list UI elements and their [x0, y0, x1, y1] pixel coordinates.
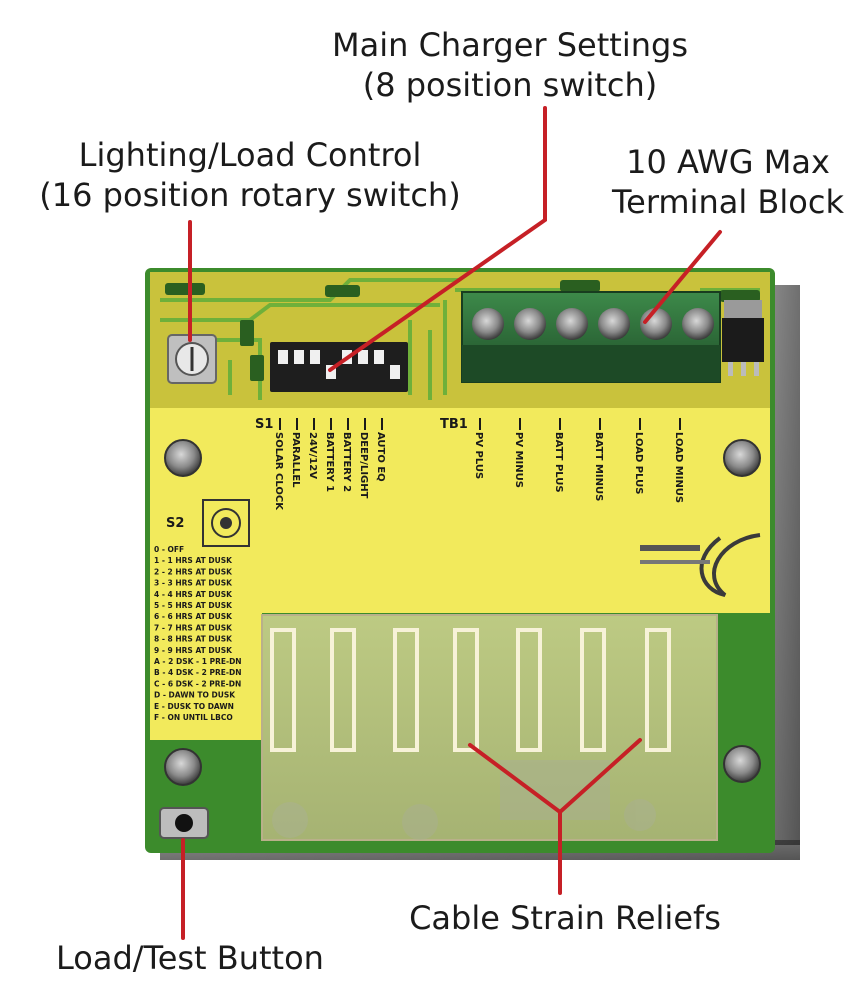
- s2-mode-item: 3 - 3 HRS AT DUSK: [154, 579, 233, 588]
- s2-mode-list: 0 - OFF 1 - 1 HRS AT DUSK 2 - 2 HRS AT DUS…: [154, 545, 242, 722]
- dip-switch-8-position[interactable]: [270, 342, 408, 392]
- terminal-screws: [472, 308, 714, 340]
- cover-underlying-circuit: [272, 760, 656, 840]
- callout-lighting-subtitle: (16 position rotary switch): [39, 176, 461, 214]
- callout-cable-title: Cable Strain Reliefs: [409, 899, 721, 937]
- callout-terminal-block: 10 AWG Max Terminal Block: [590, 142, 866, 222]
- callout-terminal-subtitle: Terminal Block: [612, 183, 844, 221]
- s1-switch-label: AUTO EQ: [375, 432, 386, 482]
- tb1-terminal-labels: PV PLUS PV MINUS BATT PLUS BATT MINUS LOAD P…: [473, 418, 684, 503]
- s1-switch-label: PARALLEL: [290, 432, 301, 488]
- terminal-block-tb1: [461, 291, 721, 383]
- leader-cable-strain: [468, 738, 642, 895]
- s2-mode-item: 6 - 6 HRS AT DUSK: [154, 612, 233, 621]
- s1-label: S1: [255, 417, 273, 432]
- s2-mode-item: 8 - 8 HRS AT DUSK: [154, 635, 233, 644]
- s2-dial-icon: [202, 499, 250, 547]
- s1-switch-label: BATTERY 1: [324, 432, 335, 492]
- s1-switch-label: SOLAR CLOCK: [273, 432, 284, 511]
- callout-load-test-button: Load/Test Button: [35, 938, 345, 978]
- load-test-push-button[interactable]: [159, 807, 209, 839]
- callout-cable-strain-reliefs: Cable Strain Reliefs: [395, 898, 735, 938]
- strain-relief-cover: [261, 614, 718, 841]
- s1-switch-labels: SOLAR CLOCK PARALLEL 24V/12V BATTERY 1 BATTE…: [273, 418, 386, 511]
- pcb-component-pads: [165, 280, 760, 381]
- brand-logo: [640, 533, 761, 597]
- tb1-label: TB1: [440, 417, 468, 432]
- callout-main-charger-subtitle: (8 position switch): [362, 66, 658, 104]
- mounting-screws: [164, 439, 761, 786]
- callout-load-test-title: Load/Test Button: [56, 939, 324, 977]
- mode-table-panel: [150, 490, 262, 740]
- voltage-regulator: [722, 300, 764, 376]
- s2-mode-item: B - 4 DSK - 2 PRE-DN: [154, 668, 242, 677]
- tb1-terminal-label: LOAD PLUS: [633, 432, 644, 494]
- rotary-switch-16-position[interactable]: [167, 334, 217, 384]
- s2-mode-item: 5 - 5 HRS AT DUSK: [154, 601, 233, 610]
- tb1-terminal-label: BATT MINUS: [593, 432, 604, 501]
- callout-terminal-title: 10 AWG Max: [626, 143, 830, 181]
- s1-switch-label: 24V/12V: [307, 432, 318, 479]
- s2-mode-item: F - ON UNTIL LBCO: [154, 713, 233, 722]
- tb1-terminal-label: PV MINUS: [513, 432, 524, 488]
- s2-mode-item: C - 6 DSK - 2 PRE-DN: [154, 679, 241, 688]
- s1-switch-label: DEEP/LIGHT: [358, 432, 369, 499]
- callout-main-charger-title: Main Charger Settings: [332, 26, 688, 64]
- tb1-terminal-label: LOAD MINUS: [673, 432, 684, 503]
- tb1-terminal-label: BATT PLUS: [553, 432, 564, 493]
- s2-mode-item: D - DAWN TO DUSK: [154, 691, 236, 700]
- s2-mode-item: 9 - 9 HRS AT DUSK: [154, 646, 233, 655]
- s2-mode-item: 1 - 1 HRS AT DUSK: [154, 556, 233, 565]
- leader-terminal-block: [643, 230, 722, 324]
- callout-main-charger-settings: Main Charger Settings (8 position switch…: [310, 25, 710, 105]
- callout-leader-lines: [181, 106, 722, 940]
- s2-mode-item: E - DUSK TO DAWN: [154, 702, 234, 711]
- callout-lighting-load-control: Lighting/Load Control (16 position rotar…: [10, 135, 490, 215]
- s2-label: S2: [166, 516, 184, 531]
- s2-mode-item: 7 - 7 HRS AT DUSK: [154, 623, 233, 632]
- s2-mode-item: 4 - 4 HRS AT DUSK: [154, 590, 233, 599]
- s2-mode-item: 2 - 2 HRS AT DUSK: [154, 567, 233, 576]
- callout-lighting-title: Lighting/Load Control: [78, 136, 422, 174]
- s2-mode-item: A - 2 DSK - 1 PRE-DN: [154, 657, 242, 666]
- s1-switch-label: BATTERY 2: [341, 432, 352, 492]
- s2-mode-item: 0 - OFF: [154, 545, 184, 554]
- strain-relief-slots: [270, 628, 671, 752]
- leader-main-charger: [328, 106, 547, 372]
- tb1-terminal-label: PV PLUS: [473, 432, 484, 479]
